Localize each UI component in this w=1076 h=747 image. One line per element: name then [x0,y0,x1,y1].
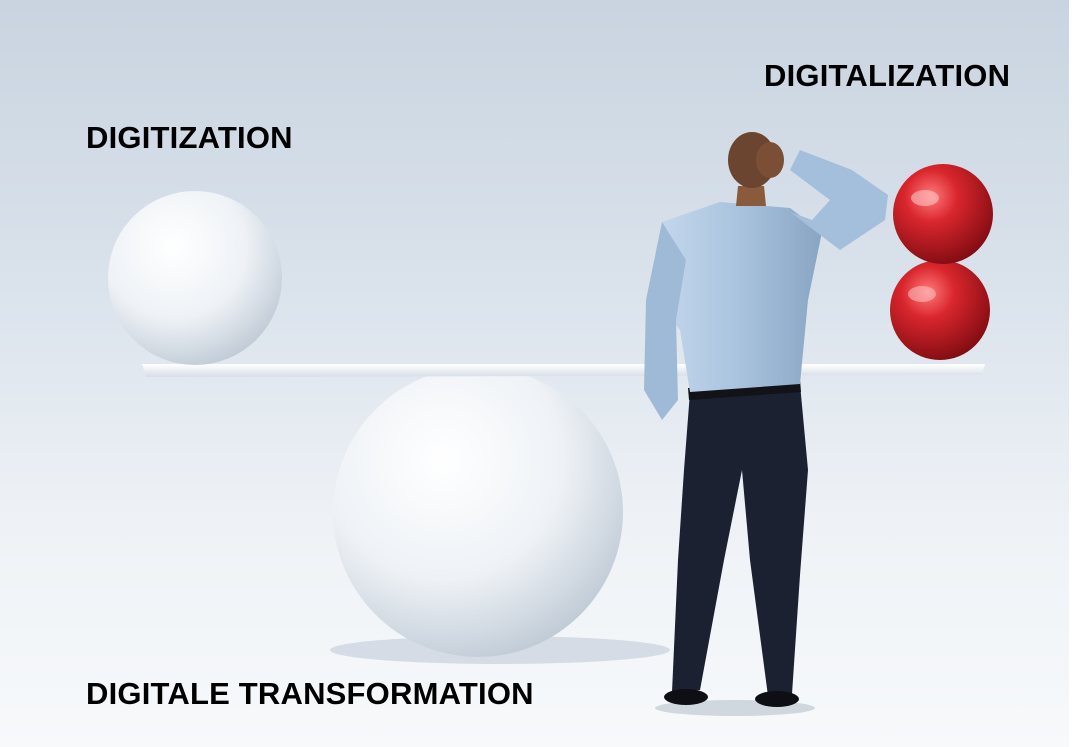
red-sphere-bottom [890,260,990,360]
person-shoe-left [664,689,708,705]
label-digitalization: DIGITALIZATION [764,58,1011,93]
person-shirt [656,202,822,392]
person-trousers [672,384,808,696]
person-left-arm [644,222,686,420]
fulcrum-white-sphere [333,367,623,657]
person-shoe-right [755,691,799,707]
person-figure [644,132,888,707]
red-sphere-top [893,164,993,264]
right-border [1069,0,1076,747]
person-hand [756,142,784,178]
red-sphere-top-highlight [911,190,939,206]
balance-plank [142,364,985,377]
left-white-sphere [108,191,282,365]
person-raised-arm [790,150,888,250]
label-digitale-transformation: DIGITALE TRANSFORMATION [86,676,534,711]
label-digitization: DIGITIZATION [86,120,293,155]
red-sphere-bottom-highlight [908,286,936,302]
person-neck [736,186,766,206]
